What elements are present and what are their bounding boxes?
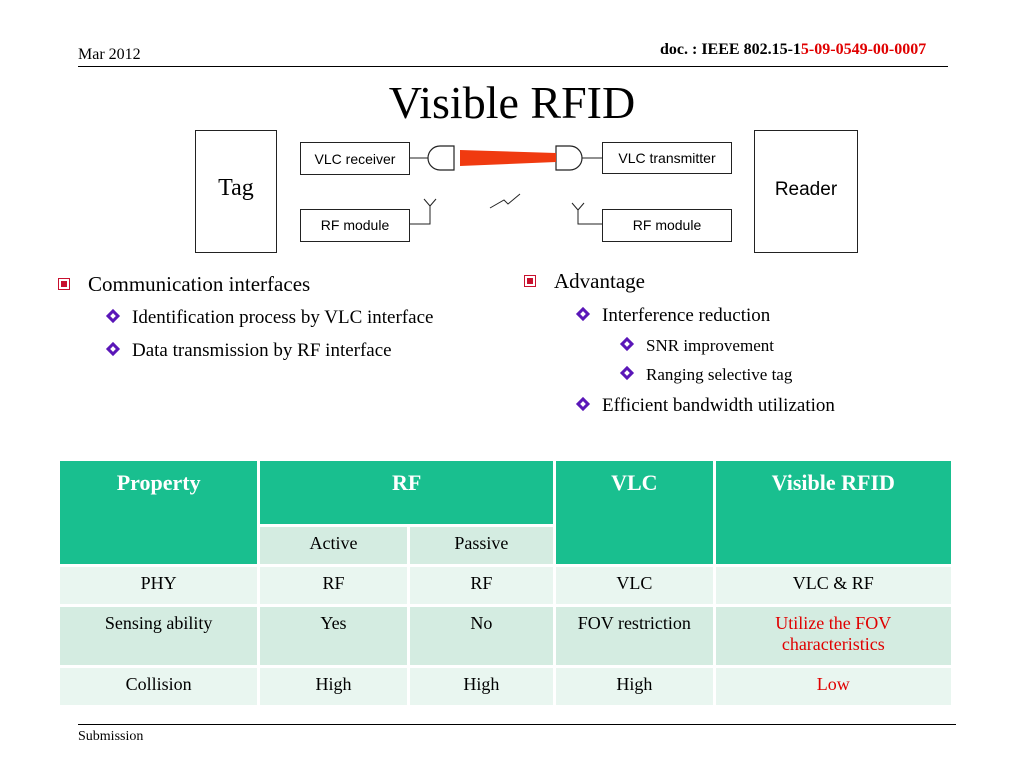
table-cell: Collision bbox=[56, 665, 261, 708]
rf-module-reader-box bbox=[602, 209, 732, 242]
diamond-bullet-icon bbox=[575, 396, 591, 412]
sub-bullet-interference-reduction: Interference reduction bbox=[575, 305, 771, 327]
diamond-bullet-icon bbox=[105, 308, 121, 324]
sub-bullet-rf-transmission: Data transmission by RF interface bbox=[105, 340, 392, 362]
diagram-lines bbox=[410, 145, 602, 225]
diamond-bullet-icon bbox=[619, 336, 635, 352]
table-row: Sensing ability Yes No FOV restriction U… bbox=[56, 604, 955, 668]
subheader-active: Active bbox=[257, 524, 410, 567]
table-cell: High bbox=[553, 665, 716, 708]
diamond-bullet-icon bbox=[105, 341, 121, 357]
square-bullet-icon bbox=[524, 275, 536, 287]
sub-bullet-vlc-identification: Identification process by VLC interface bbox=[105, 307, 434, 329]
table-row: PHY RF RF VLC VLC & RF bbox=[56, 564, 955, 607]
table-cell: Low bbox=[712, 665, 955, 708]
footer-text: Submission bbox=[78, 729, 144, 744]
table-cell: High bbox=[257, 665, 410, 708]
comparison-table: Property RF VLC Visible RFID Active Pass… bbox=[56, 458, 955, 708]
bullet-communication-interfaces: Communication interfaces bbox=[58, 272, 310, 297]
header-date: Mar 2012 bbox=[78, 46, 141, 63]
header-doc-id: doc. : IEEE 802.15-15-09-0549-00-0007 bbox=[660, 41, 926, 59]
header-visible-rfid: Visible RFID bbox=[712, 458, 955, 567]
bullet-text: Identification process by VLC interface bbox=[132, 307, 434, 328]
bullet-text: SNR improvement bbox=[646, 336, 774, 355]
diamond-bullet-icon bbox=[575, 306, 591, 322]
table-cell: Sensing ability bbox=[56, 604, 261, 668]
table-cell: FOV restriction bbox=[553, 604, 716, 668]
slide-title: Visible RFID bbox=[388, 77, 636, 128]
bullet-text: Communication interfaces bbox=[88, 272, 311, 296]
subheader-passive: Passive bbox=[406, 524, 557, 567]
table-cell: High bbox=[406, 665, 557, 708]
table-cell: VLC & RF bbox=[712, 564, 955, 607]
vlc-transmitter-label: VLC transmitter bbox=[618, 150, 716, 166]
table-cell: RF bbox=[257, 564, 410, 607]
bullet-text: Interference reduction bbox=[602, 305, 771, 326]
table-cell: PHY bbox=[56, 564, 261, 607]
vlc-receiver-box bbox=[300, 142, 410, 175]
vlc-transmitter-box bbox=[602, 142, 732, 174]
diagram: Tag Reader VLC receiver VLC transmitter … bbox=[0, 0, 1024, 260]
sub-bullet-bandwidth: Efficient bandwidth utilization bbox=[575, 395, 835, 417]
rf-module-tag-label: RF module bbox=[320, 217, 390, 233]
doc-id-suffix: 5-09-0549-00-0007 bbox=[800, 41, 927, 58]
rf-module-tag-box bbox=[300, 209, 410, 242]
header-property: Property bbox=[56, 458, 261, 567]
bullet-text: Efficient bandwidth utilization bbox=[602, 395, 835, 416]
table-cell: Yes bbox=[257, 604, 410, 668]
bullet-text: Ranging selective tag bbox=[646, 365, 793, 384]
sub-sub-bullet-snr: SNR improvement bbox=[619, 336, 774, 356]
footer-divider bbox=[78, 724, 956, 725]
header-vlc: VLC bbox=[553, 458, 716, 567]
diamond-bullet-icon bbox=[619, 365, 635, 381]
table-row: Collision High High High Low bbox=[56, 665, 955, 708]
tag-label: Tag bbox=[218, 175, 254, 201]
bullet-text: Advantage bbox=[554, 269, 645, 293]
header-divider bbox=[78, 66, 948, 67]
tag-box bbox=[195, 130, 277, 253]
square-bullet-icon bbox=[58, 278, 70, 290]
table-cell: No bbox=[406, 604, 557, 668]
reader-label: Reader bbox=[774, 179, 838, 200]
reader-box bbox=[754, 130, 858, 253]
bullet-advantage: Advantage bbox=[524, 269, 645, 294]
bullet-text: Data transmission by RF interface bbox=[132, 340, 392, 361]
table-cell: VLC bbox=[553, 564, 716, 607]
vlc-receiver-label: VLC receiver bbox=[314, 151, 396, 167]
rf-module-reader-label: RF module bbox=[632, 217, 702, 233]
table-cell: Utilize the FOV characteristics bbox=[712, 604, 955, 668]
header-rf: RF bbox=[257, 458, 557, 527]
doc-id-prefix: doc. : IEEE 802.15-1 bbox=[660, 41, 801, 58]
table-cell: RF bbox=[406, 564, 557, 607]
sub-sub-bullet-ranging: Ranging selective tag bbox=[619, 365, 793, 385]
